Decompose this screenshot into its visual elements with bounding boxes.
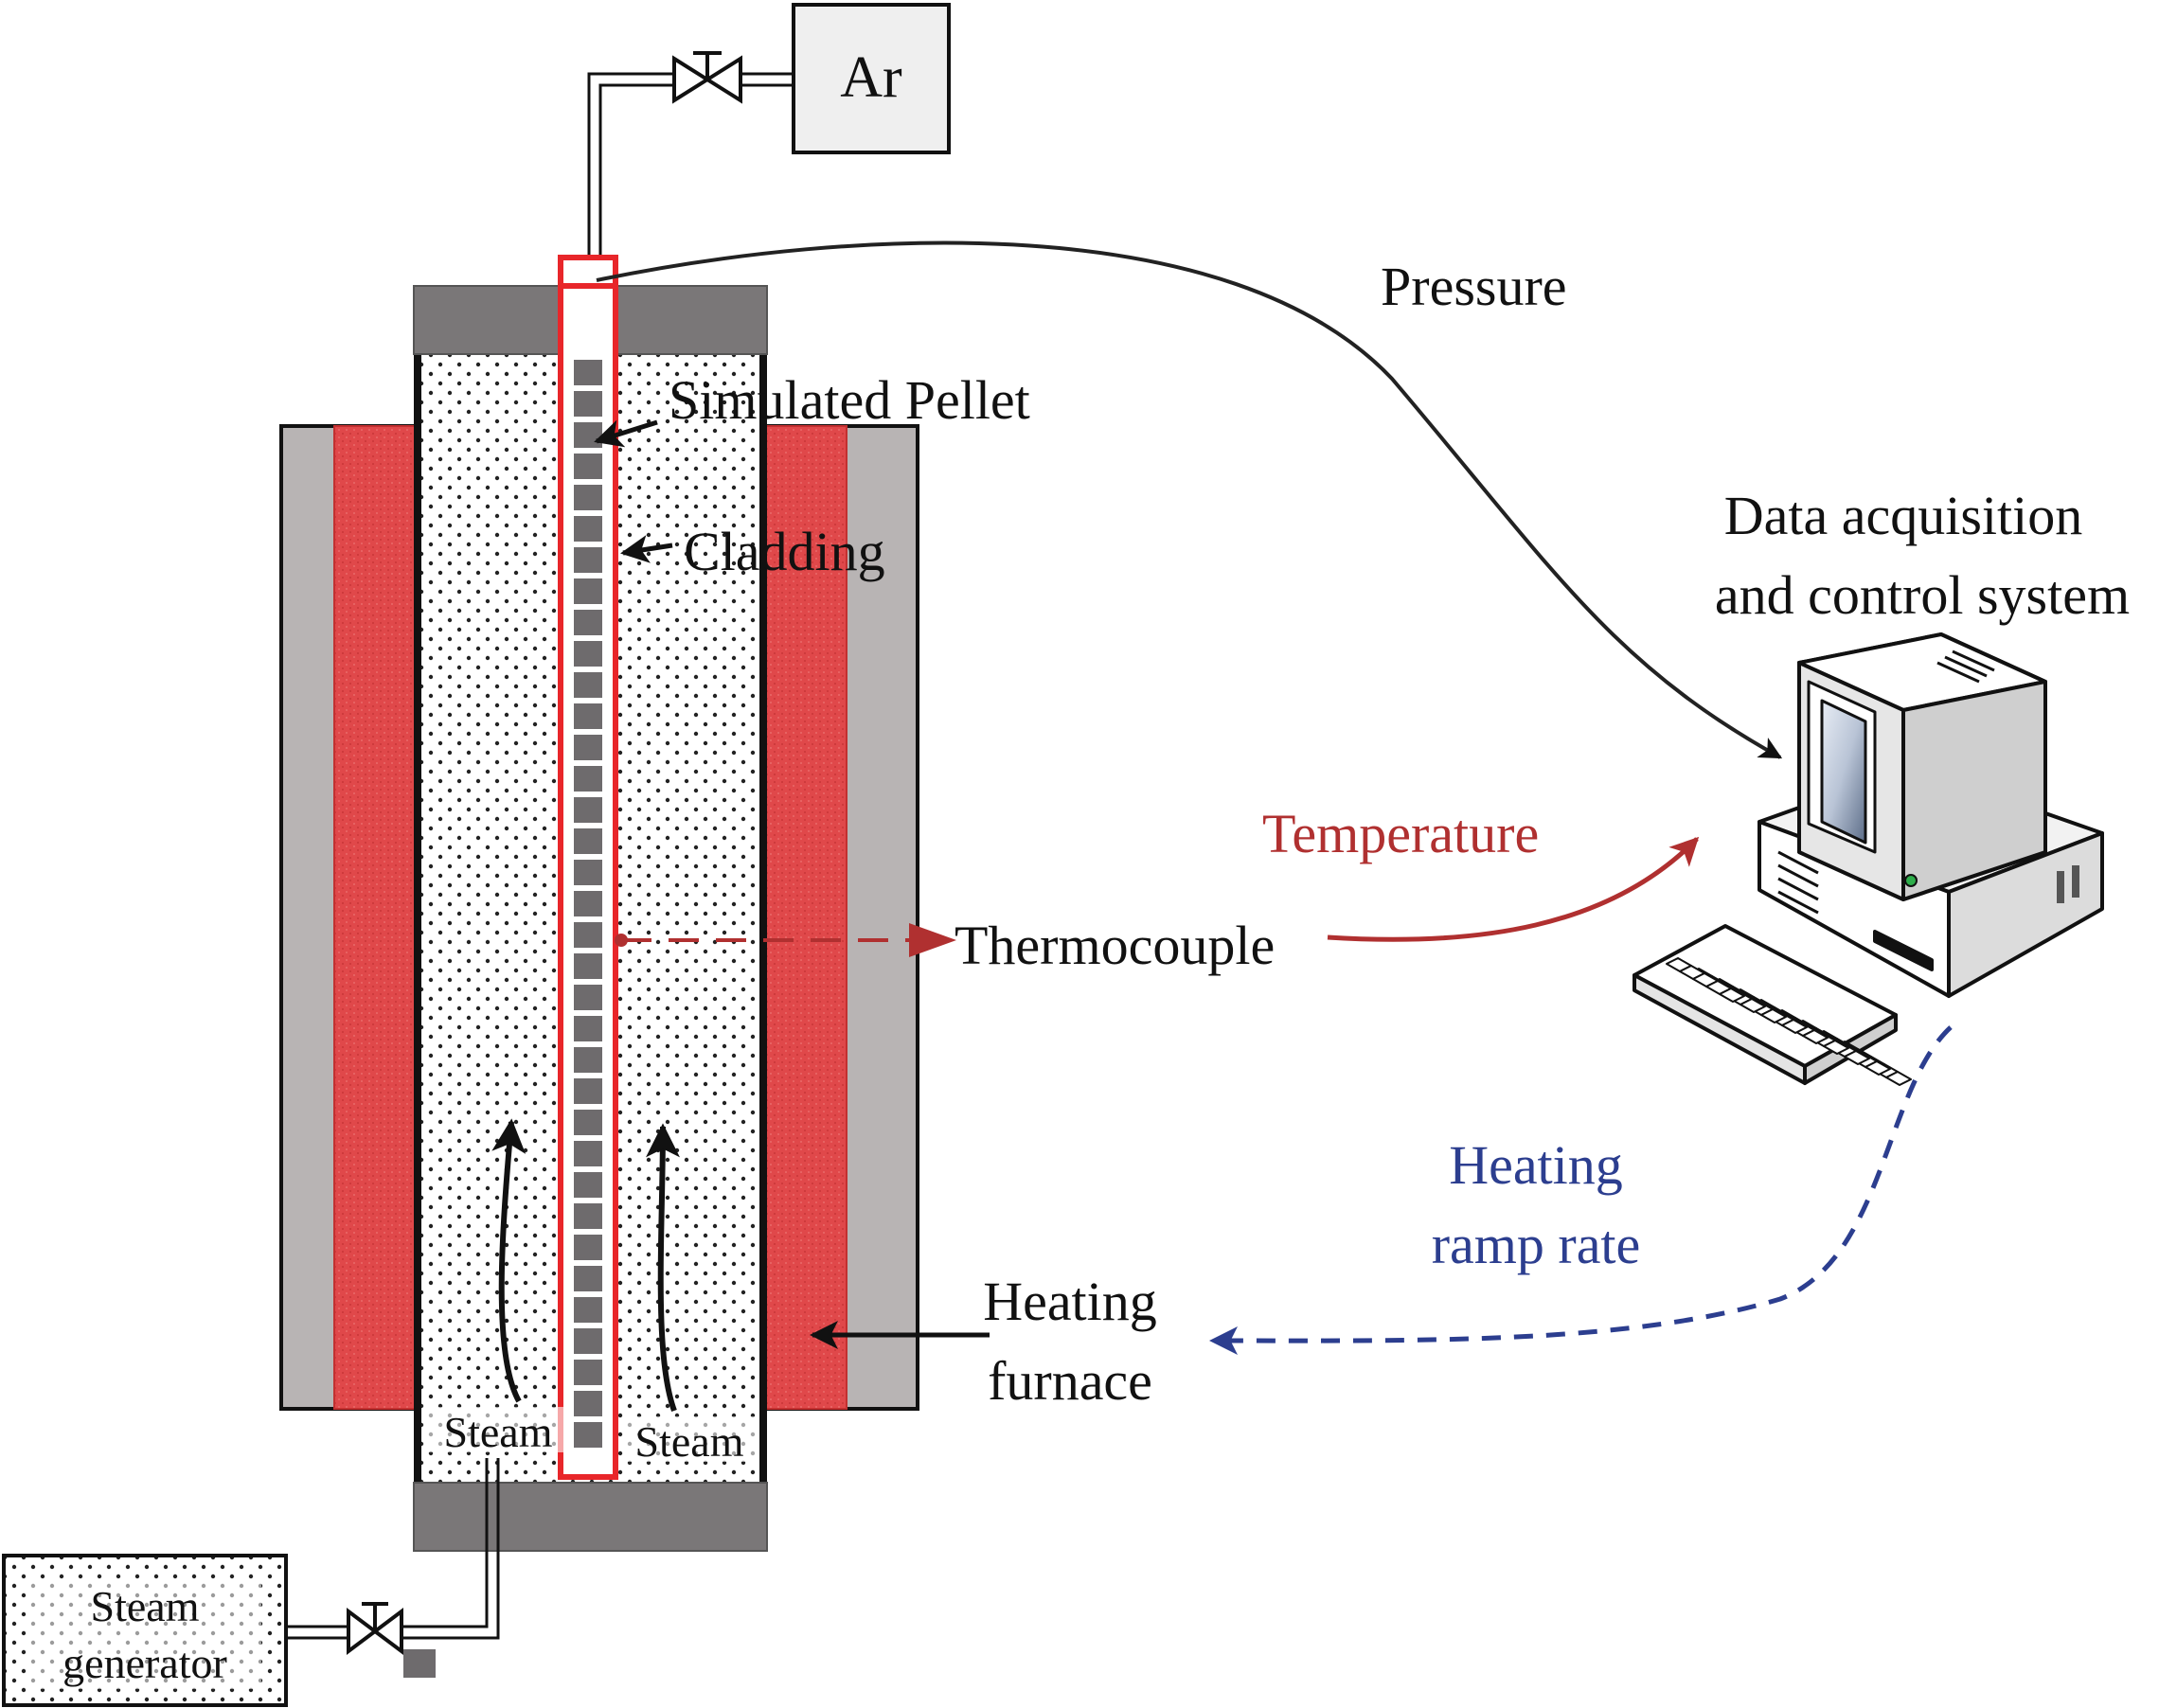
- steam-flow-arrow-left: [491, 1118, 526, 1403]
- cladding-label: Cladding: [684, 521, 885, 582]
- heating-furnace-label-line2: furnace: [988, 1350, 1152, 1412]
- pellet: [574, 953, 602, 979]
- keyboard-key: [1865, 1060, 1891, 1076]
- pellet: [574, 797, 602, 823]
- pressure-label: Pressure: [1381, 256, 1567, 317]
- pellet: [574, 672, 602, 698]
- heating-ramp-label-line1: Heating: [1449, 1134, 1623, 1196]
- thermocouple: [615, 923, 956, 957]
- heating-ramp-label-line2: ramp rate: [1432, 1214, 1641, 1275]
- pellet: [574, 1047, 602, 1073]
- pellet-pointer-arrow: [594, 419, 658, 448]
- cladding-pointer-arrow: [620, 535, 673, 563]
- keyboard-key: [1885, 1071, 1912, 1086]
- steam-generator-label-line1: Steam: [91, 1582, 200, 1630]
- cladding-top-fitting: [558, 255, 618, 289]
- pellet: [574, 485, 602, 510]
- pellet: [574, 1172, 602, 1198]
- pellet: [574, 1078, 602, 1104]
- keyboard-key: [1802, 1029, 1829, 1044]
- pellet: [574, 891, 602, 916]
- pellet: [574, 1328, 602, 1354]
- pellet: [574, 578, 602, 604]
- heating-ramp-signal-line: [1209, 1025, 1953, 1356]
- ar-gas-line: [587, 72, 794, 258]
- pellet: [574, 454, 602, 479]
- pellet: [574, 1203, 602, 1229]
- heater-element-left: [333, 425, 419, 1410]
- keyboard-key: [1844, 1050, 1870, 1065]
- pellet: [574, 1110, 602, 1135]
- pellet: [574, 703, 602, 729]
- steam-supply-line: [286, 1458, 500, 1640]
- pellet: [574, 516, 602, 542]
- keyboard-key: [1823, 1040, 1849, 1055]
- pellet: [574, 641, 602, 667]
- pellet: [574, 1016, 602, 1041]
- bottom-end-cap: [413, 1482, 768, 1552]
- pellet: [574, 1391, 602, 1416]
- pellet: [574, 422, 602, 448]
- keyboard-key: [1740, 998, 1766, 1013]
- steam-flow-arrow-right: [645, 1123, 680, 1413]
- daq-label-line1: Data acquisition: [1724, 485, 2083, 546]
- simulated-pellet-stack: [574, 360, 602, 1448]
- keyboard-key: [1760, 1008, 1787, 1023]
- heating-furnace-label-line1: Heating: [983, 1271, 1157, 1332]
- pellet: [574, 985, 602, 1010]
- pellet: [574, 766, 602, 792]
- pellet: [574, 860, 602, 885]
- pellet: [574, 547, 602, 573]
- pellet: [574, 735, 602, 760]
- ar-label: Ar: [840, 45, 902, 110]
- steam-label-left: Steam: [444, 1408, 553, 1456]
- steam-drain: [403, 1649, 436, 1678]
- ar-valve: [672, 51, 742, 104]
- pellet: [574, 922, 602, 948]
- ar-cylinder: [792, 3, 951, 154]
- pellet: [574, 1360, 602, 1385]
- pressure-signal-line: [596, 240, 1783, 759]
- thermocouple-label: Thermocouple: [955, 915, 1275, 976]
- pellet: [574, 391, 602, 417]
- keyboard-key: [1781, 1019, 1808, 1034]
- steam-valve: [347, 1602, 403, 1655]
- steam-generator-label-line2: generator: [62, 1639, 227, 1687]
- pellet: [574, 1141, 602, 1166]
- pellet: [574, 610, 602, 635]
- pellet: [574, 1422, 602, 1448]
- steam-label-right: Steam: [635, 1417, 744, 1466]
- pellet: [574, 360, 602, 385]
- temperature-signal-line: [1327, 836, 1700, 942]
- pellet: [574, 1266, 602, 1291]
- computer-icon: [1633, 632, 2104, 1086]
- pellet: [574, 1235, 602, 1260]
- pellet: [574, 1297, 602, 1323]
- simulated-pellet-label: Simulated Pellet: [669, 369, 1030, 431]
- daq-label-line2: and control system: [1715, 564, 2130, 626]
- keyboard-key: [1719, 987, 1745, 1003]
- temperature-label: Temperature: [1262, 803, 1539, 864]
- pellet: [574, 828, 602, 854]
